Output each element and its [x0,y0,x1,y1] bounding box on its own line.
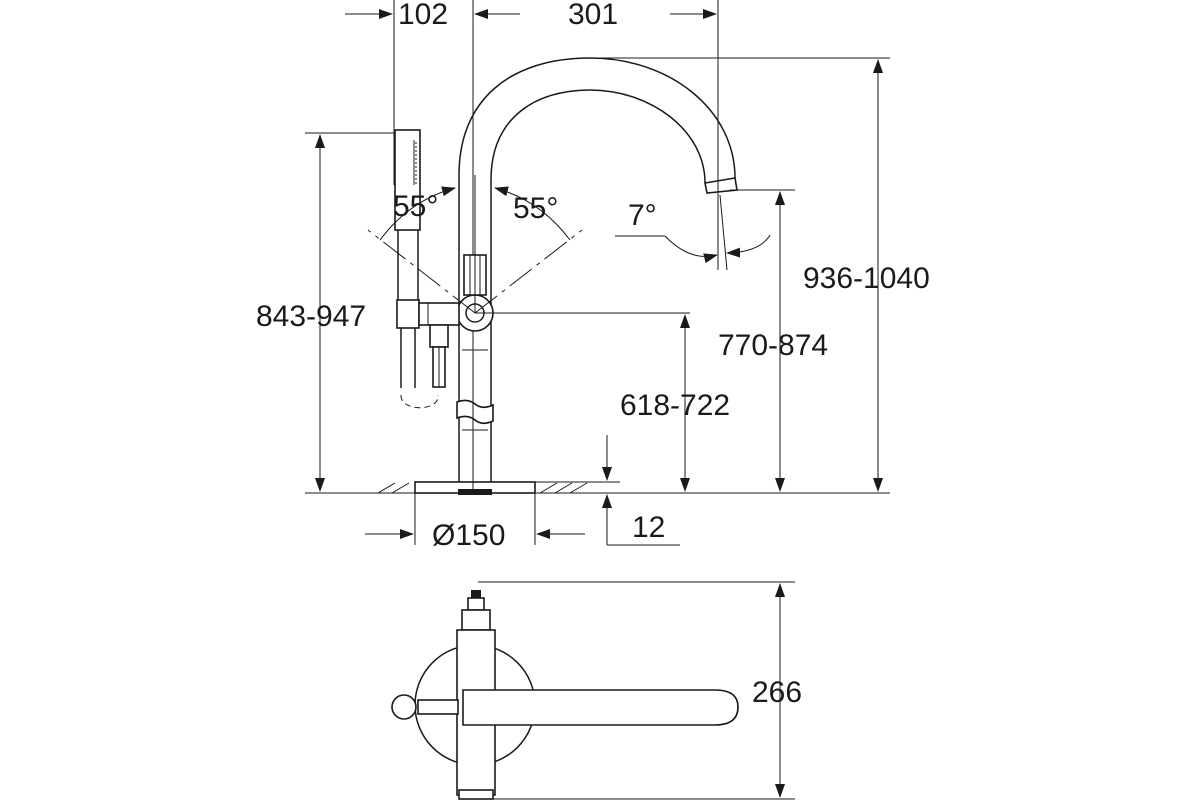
dim-618-722: 618-722 [620,389,730,422]
base-plate [414,481,536,495]
dim-843-947: 843-947 [256,300,366,333]
mixer-handle [367,175,690,332]
dim-266: 266 [752,676,802,709]
dim-angle-right: 55° [513,192,558,225]
dim-102: 102 [398,0,448,31]
dim-base-diameter: Ø150 [365,493,585,552]
front-view: 102 301 55° 55° 7° 936-1040 [256,0,930,552]
dim-base-thickness: 12 [535,435,680,546]
dim-12: 12 [632,511,665,544]
dim-shower-height: 843-947 [256,132,395,492]
dim-angle-spout: 7° [628,199,657,232]
top-dimensions: 102 301 [345,0,719,270]
spout-angle-dim: 7° [615,194,771,271]
dim-angle-left: 55° [393,190,438,223]
hand-shower [394,129,460,409]
dim-handle-height: 618-722 [620,314,730,492]
dim-diameter: Ø150 [432,519,505,552]
top-view: 266 [391,581,802,800]
handle-angle-dims: 55° 55° [379,186,571,241]
dim-936-1040: 936-1040 [803,262,930,295]
dim-total-height: 936-1040 [535,57,930,494]
dim-outlet-height: 770-874 [718,189,828,492]
dim-301: 301 [568,0,618,31]
spout [458,57,738,492]
main-column [456,200,494,482]
dim-770-874: 770-874 [718,329,828,362]
